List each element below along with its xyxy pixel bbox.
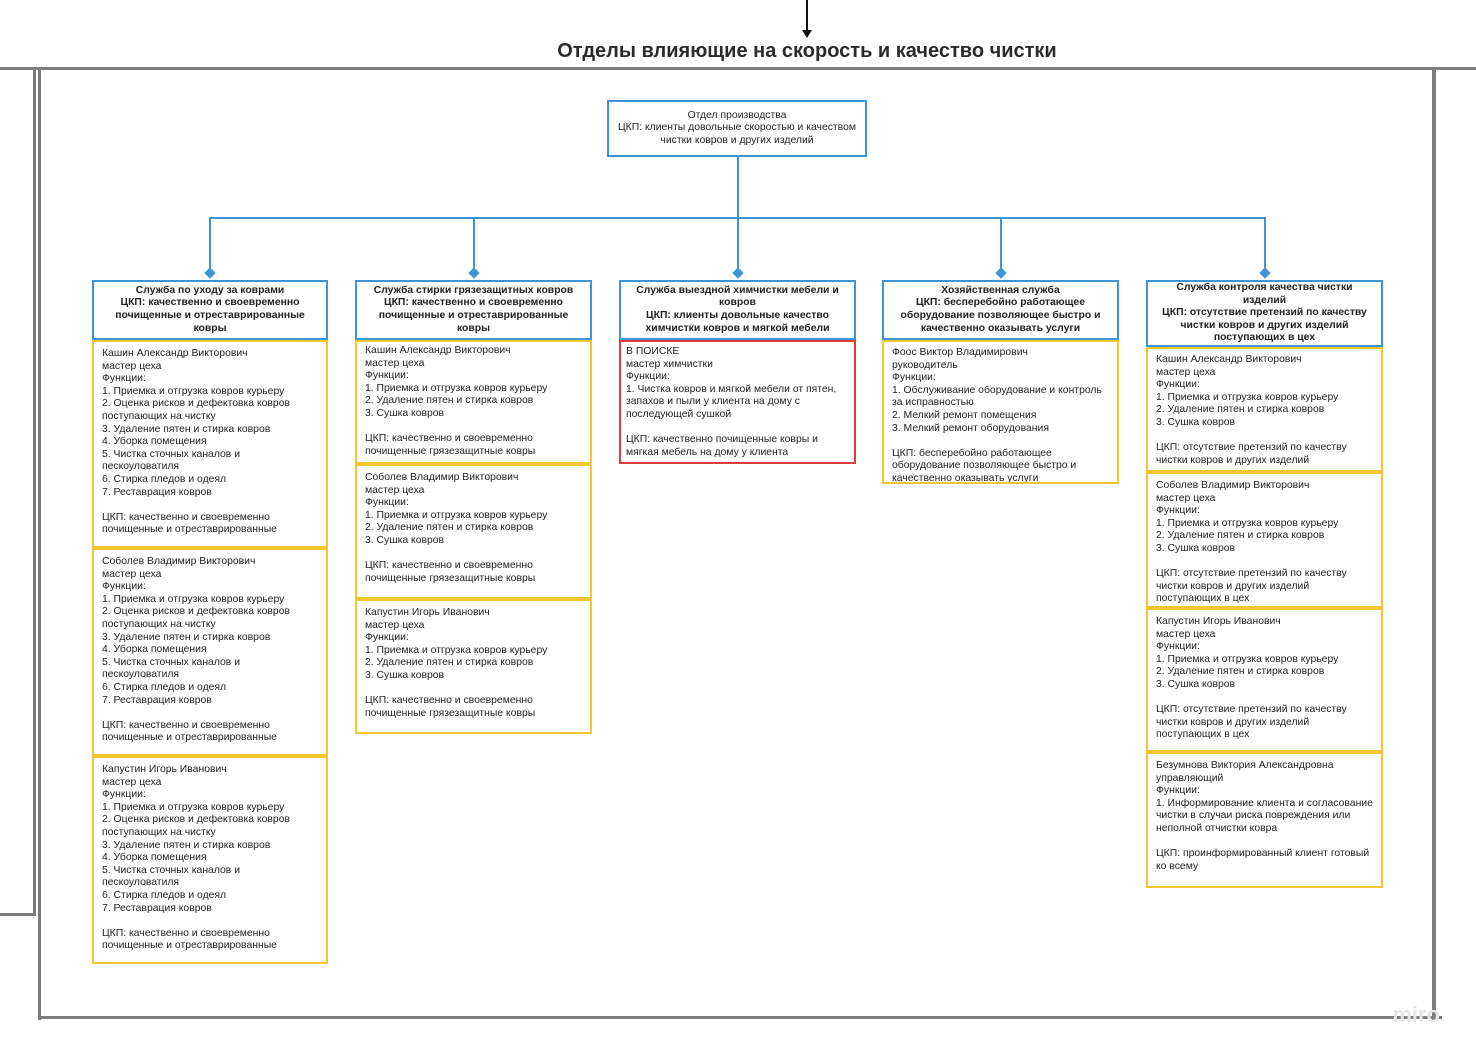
miro-watermark: miro	[1392, 1002, 1440, 1027]
connector-drop-5	[1264, 217, 1266, 272]
department-header-quality-control[interactable]: Служба контроля качества чистки изделий …	[1146, 280, 1383, 347]
department-header-maintenance[interactable]: Хозяйственная служба ЦКП: бесперебойно р…	[882, 280, 1119, 340]
root-node-label: Отдел производства ЦКП: клиенты довольны…	[617, 109, 856, 146]
vacancy-card[interactable]: В ПОИСКЕ мастер химчистки Функции: 1. Чи…	[619, 340, 856, 464]
employee-card[interactable]: Капустин Игорь Иванович мастер цеха Функ…	[1146, 608, 1383, 752]
employee-card[interactable]: Соболев Владимир Викторович мастер цеха …	[1146, 472, 1383, 608]
incoming-arrow	[806, 0, 808, 30]
employee-card[interactable]: Соболев Владимир Викторович мастер цеха …	[355, 464, 592, 599]
outer-frame-top	[0, 67, 1476, 70]
connector-diamond-5	[1259, 267, 1271, 279]
department-header-dirt-mats[interactable]: Служба стирки грязезащитных ковров ЦКП: …	[355, 280, 592, 340]
employee-card[interactable]: Соболев Владимир Викторович мастер цеха …	[92, 548, 328, 756]
connector-drop-4	[1000, 217, 1002, 272]
department-header-label: Служба по уходу за коврами ЦКП: качестве…	[115, 284, 305, 334]
department-header-carpet-care[interactable]: Служба по уходу за коврами ЦКП: качестве…	[92, 280, 328, 340]
connector-drop-3	[737, 217, 739, 272]
diagram-title: Отделы влияющие на скорость и качество ч…	[557, 40, 1057, 62]
employee-card[interactable]: Кашин Александр Викторович мастер цеха Ф…	[92, 340, 328, 548]
employee-card[interactable]: Безумнова Виктория Александровна управля…	[1146, 752, 1383, 888]
employee-card[interactable]: Фоос Виктор Владимирович руководитель Фу…	[882, 340, 1119, 484]
employee-card[interactable]: Кашин Александр Викторович мастер цеха Ф…	[355, 340, 592, 464]
inner-frame-left	[38, 67, 41, 1020]
connector-diamond-3	[732, 267, 744, 279]
department-header-label: Служба выездной химчистки мебели и ковро…	[636, 284, 839, 334]
department-header-label: Служба контроля качества чистки изделий …	[1162, 282, 1367, 344]
employee-card[interactable]: Кашин Александр Викторович мастер цеха Ф…	[1146, 347, 1383, 472]
connector-diamond-1	[204, 267, 216, 279]
connector-drop-2	[473, 217, 475, 272]
employee-card[interactable]: Капустин Игорь Иванович мастер цеха Функ…	[92, 756, 328, 964]
connector-drop-1	[209, 217, 211, 272]
root-node[interactable]: Отдел производства ЦКП: клиенты довольны…	[607, 100, 867, 157]
connector-diamond-2	[468, 267, 480, 279]
left-frame-edge	[33, 67, 36, 915]
incoming-arrow-head	[802, 30, 812, 38]
employee-card[interactable]: Капустин Игорь Иванович мастер цеха Функ…	[355, 599, 592, 734]
root-connector-vertical	[737, 157, 739, 218]
department-header-label: Служба стирки грязезащитных ковров ЦКП: …	[373, 284, 574, 334]
department-header-mobile-cleaning[interactable]: Служба выездной химчистки мебели и ковро…	[619, 280, 856, 340]
inner-frame-bottom	[38, 1016, 1442, 1019]
left-frame-bottom	[0, 913, 36, 916]
inner-frame-right	[1432, 67, 1436, 1020]
department-header-label: Хозяйственная служба ЦКП: бесперебойно р…	[900, 284, 1101, 334]
connector-diamond-4	[995, 267, 1007, 279]
